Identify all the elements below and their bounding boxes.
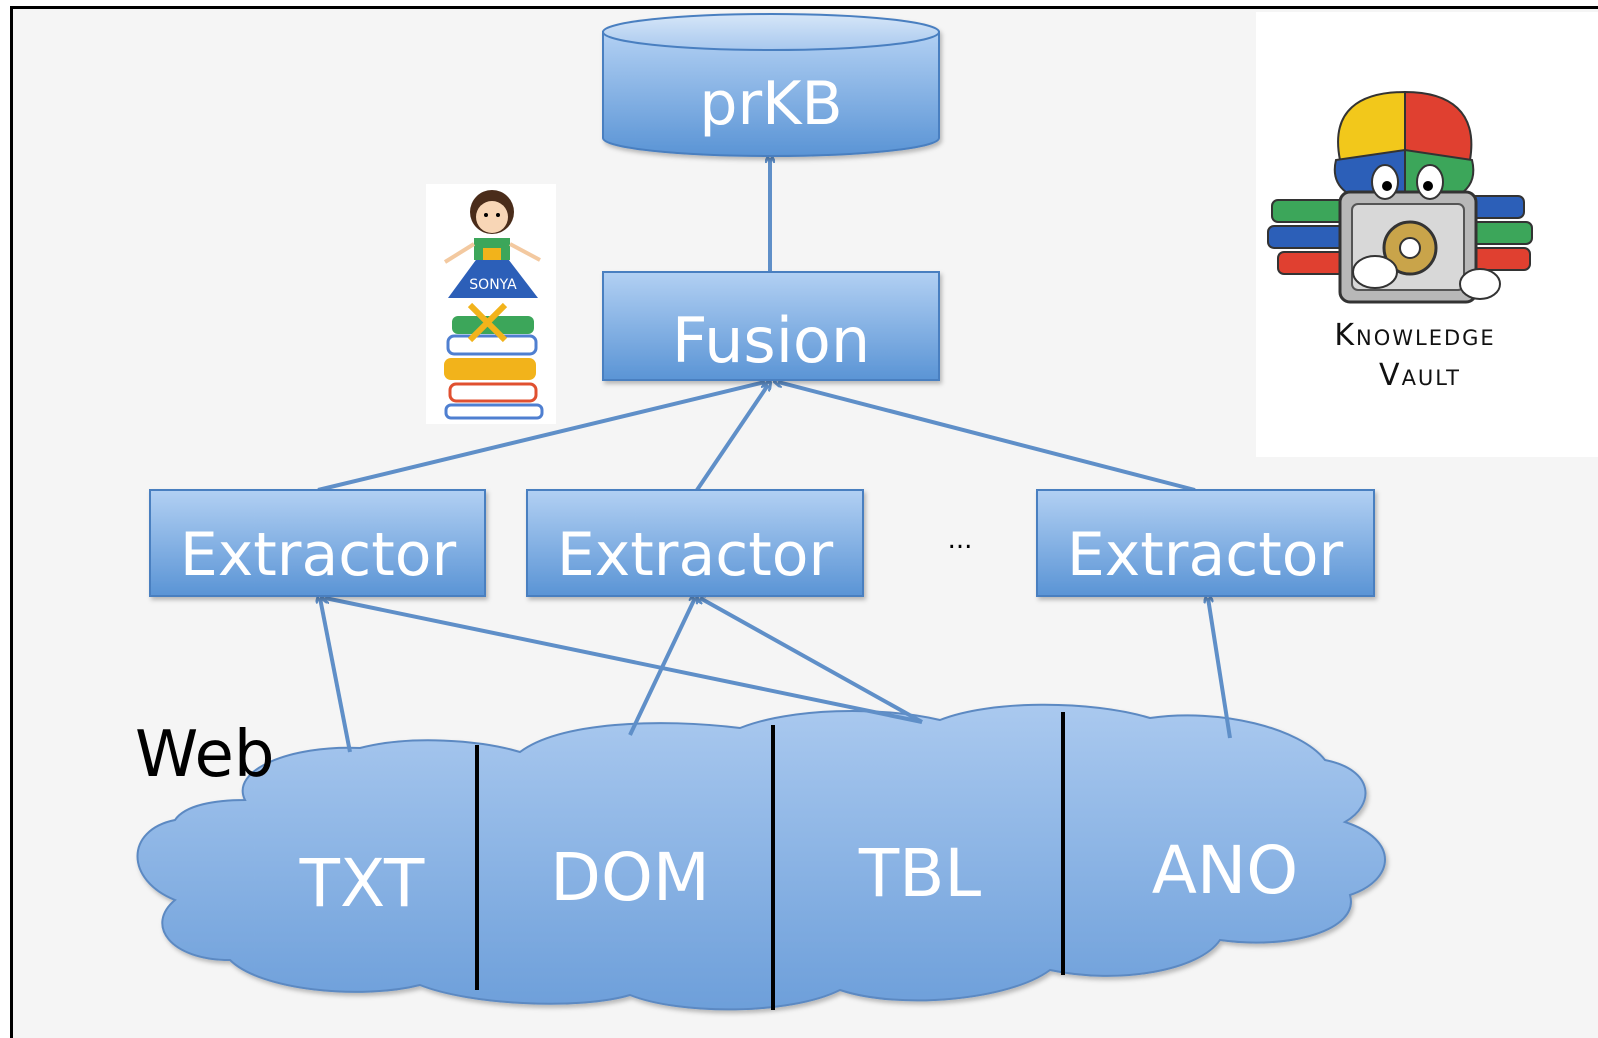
arrows — [317, 158, 1232, 753]
extractor-label: Extractor — [557, 520, 834, 590]
fusion-box — [602, 271, 940, 381]
source-label-tbl: TBL — [858, 835, 982, 912]
arrow-ano-to-extractor3 — [1208, 598, 1232, 739]
sonya-text: SONYA — [469, 277, 517, 293]
kv-text-line2: Vault — [1379, 358, 1461, 393]
web-label: Web — [135, 718, 275, 792]
prkb-database — [602, 13, 940, 157]
prkb-label: prKB — [699, 69, 842, 139]
arrow-extractor1-to-fusion — [317, 382, 765, 492]
ellipsis-label: ... — [948, 525, 973, 555]
arrow-txt-to-extractor1 — [320, 598, 352, 753]
arrow-extractor3-to-fusion — [778, 382, 1196, 492]
kv-text-line1: Knowledge — [1334, 318, 1495, 353]
source-label-ano: ANO — [1152, 832, 1298, 909]
web-cloud — [136, 703, 1386, 1011]
arrow-extractor2-to-fusion — [695, 385, 768, 492]
arrow-tbl-to-extractor1 — [325, 598, 923, 724]
arrow-tbl-to-extractor2 — [700, 598, 923, 724]
fusion-label: Fusion — [672, 304, 870, 377]
source-label-txt: TXT — [299, 845, 425, 922]
extractor-box-1 — [149, 489, 486, 597]
knowledge-vault-logo: Knowledge Vault — [1256, 12, 1598, 457]
extractor-box-3 — [1036, 489, 1375, 597]
extractor-label: Extractor — [180, 520, 457, 590]
arrow-dom-to-extractor2 — [628, 598, 695, 736]
extractor-box-2 — [526, 489, 864, 597]
source-label-dom: DOM — [550, 839, 710, 916]
extractor-label: Extractor — [1067, 520, 1344, 590]
sonya-logo: SONYA — [426, 184, 556, 424]
